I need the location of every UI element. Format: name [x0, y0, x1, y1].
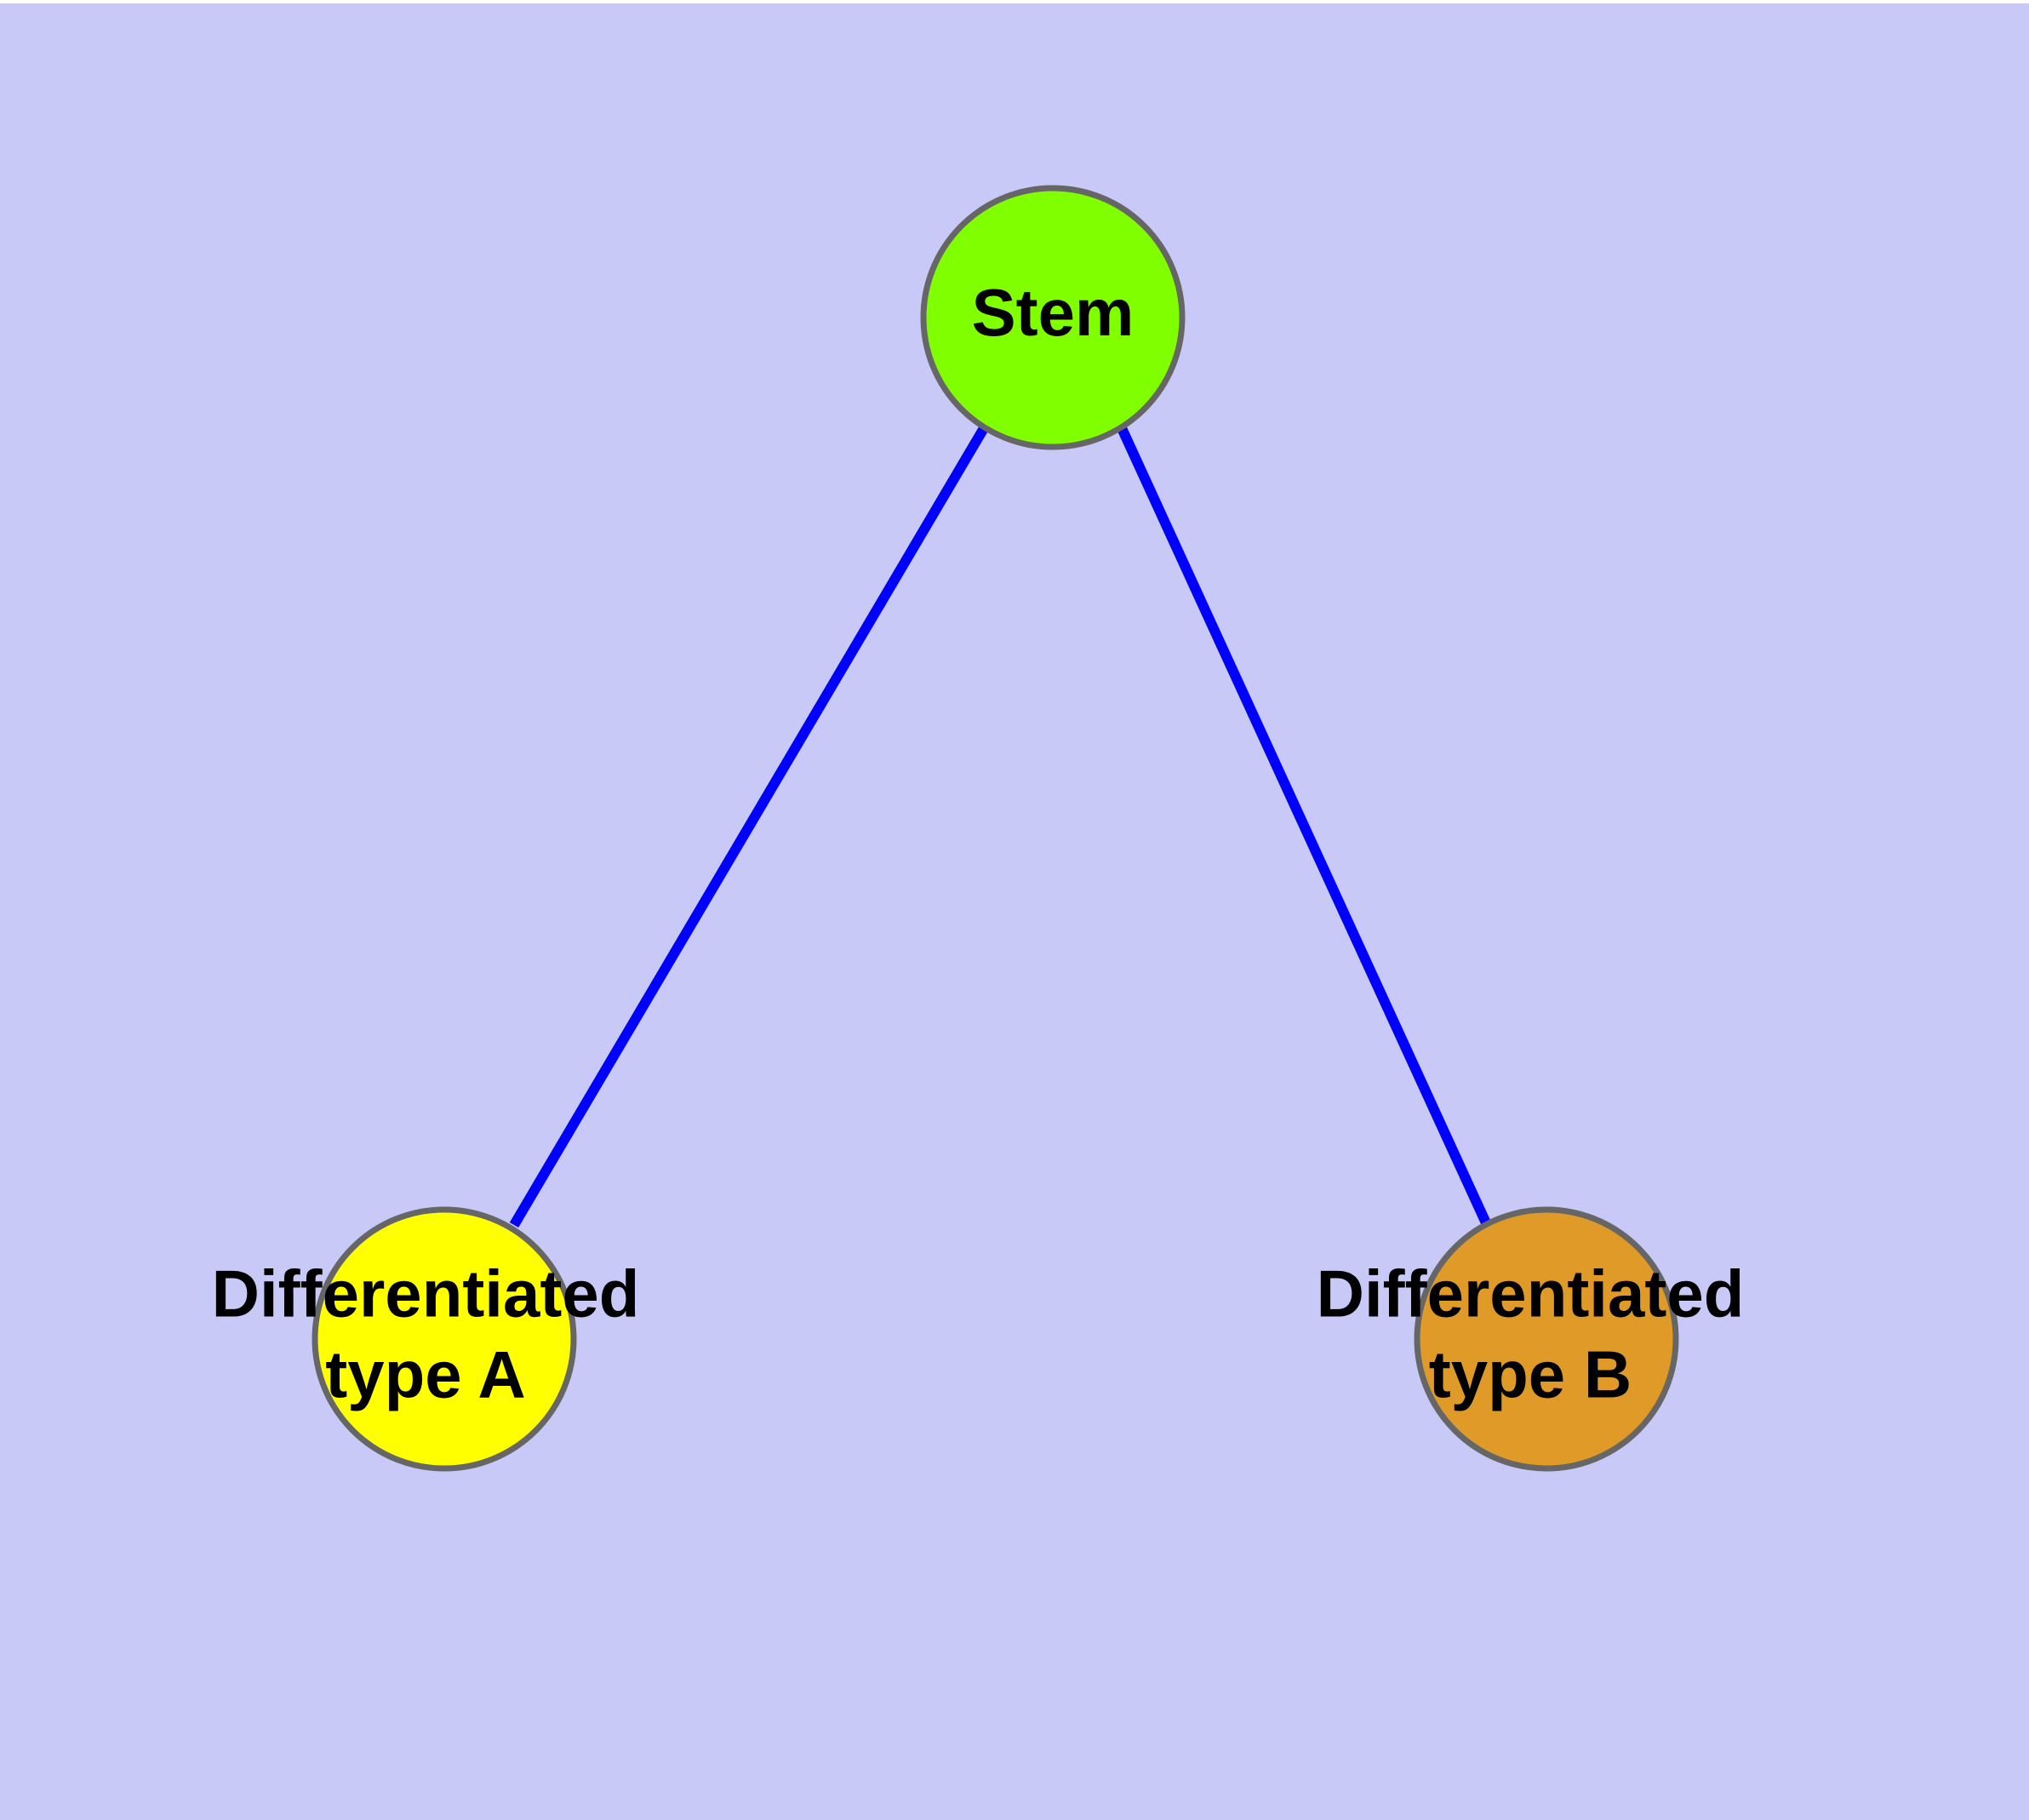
node-group: [311, 185, 1679, 1472]
edge-stem-to-differentiated-type-a: [509, 425, 989, 1228]
node-stem-label: Stem: [972, 275, 1135, 350]
edge-group: [509, 425, 1493, 1229]
node-stem-circle[interactable]: [920, 185, 1186, 450]
edge-stem-to-differentiated-type-b: [1117, 426, 1493, 1229]
node-differentiated-type-a-circle[interactable]: [311, 1206, 577, 1472]
node-differentiated-type-b-circle[interactable]: [1414, 1206, 1679, 1472]
